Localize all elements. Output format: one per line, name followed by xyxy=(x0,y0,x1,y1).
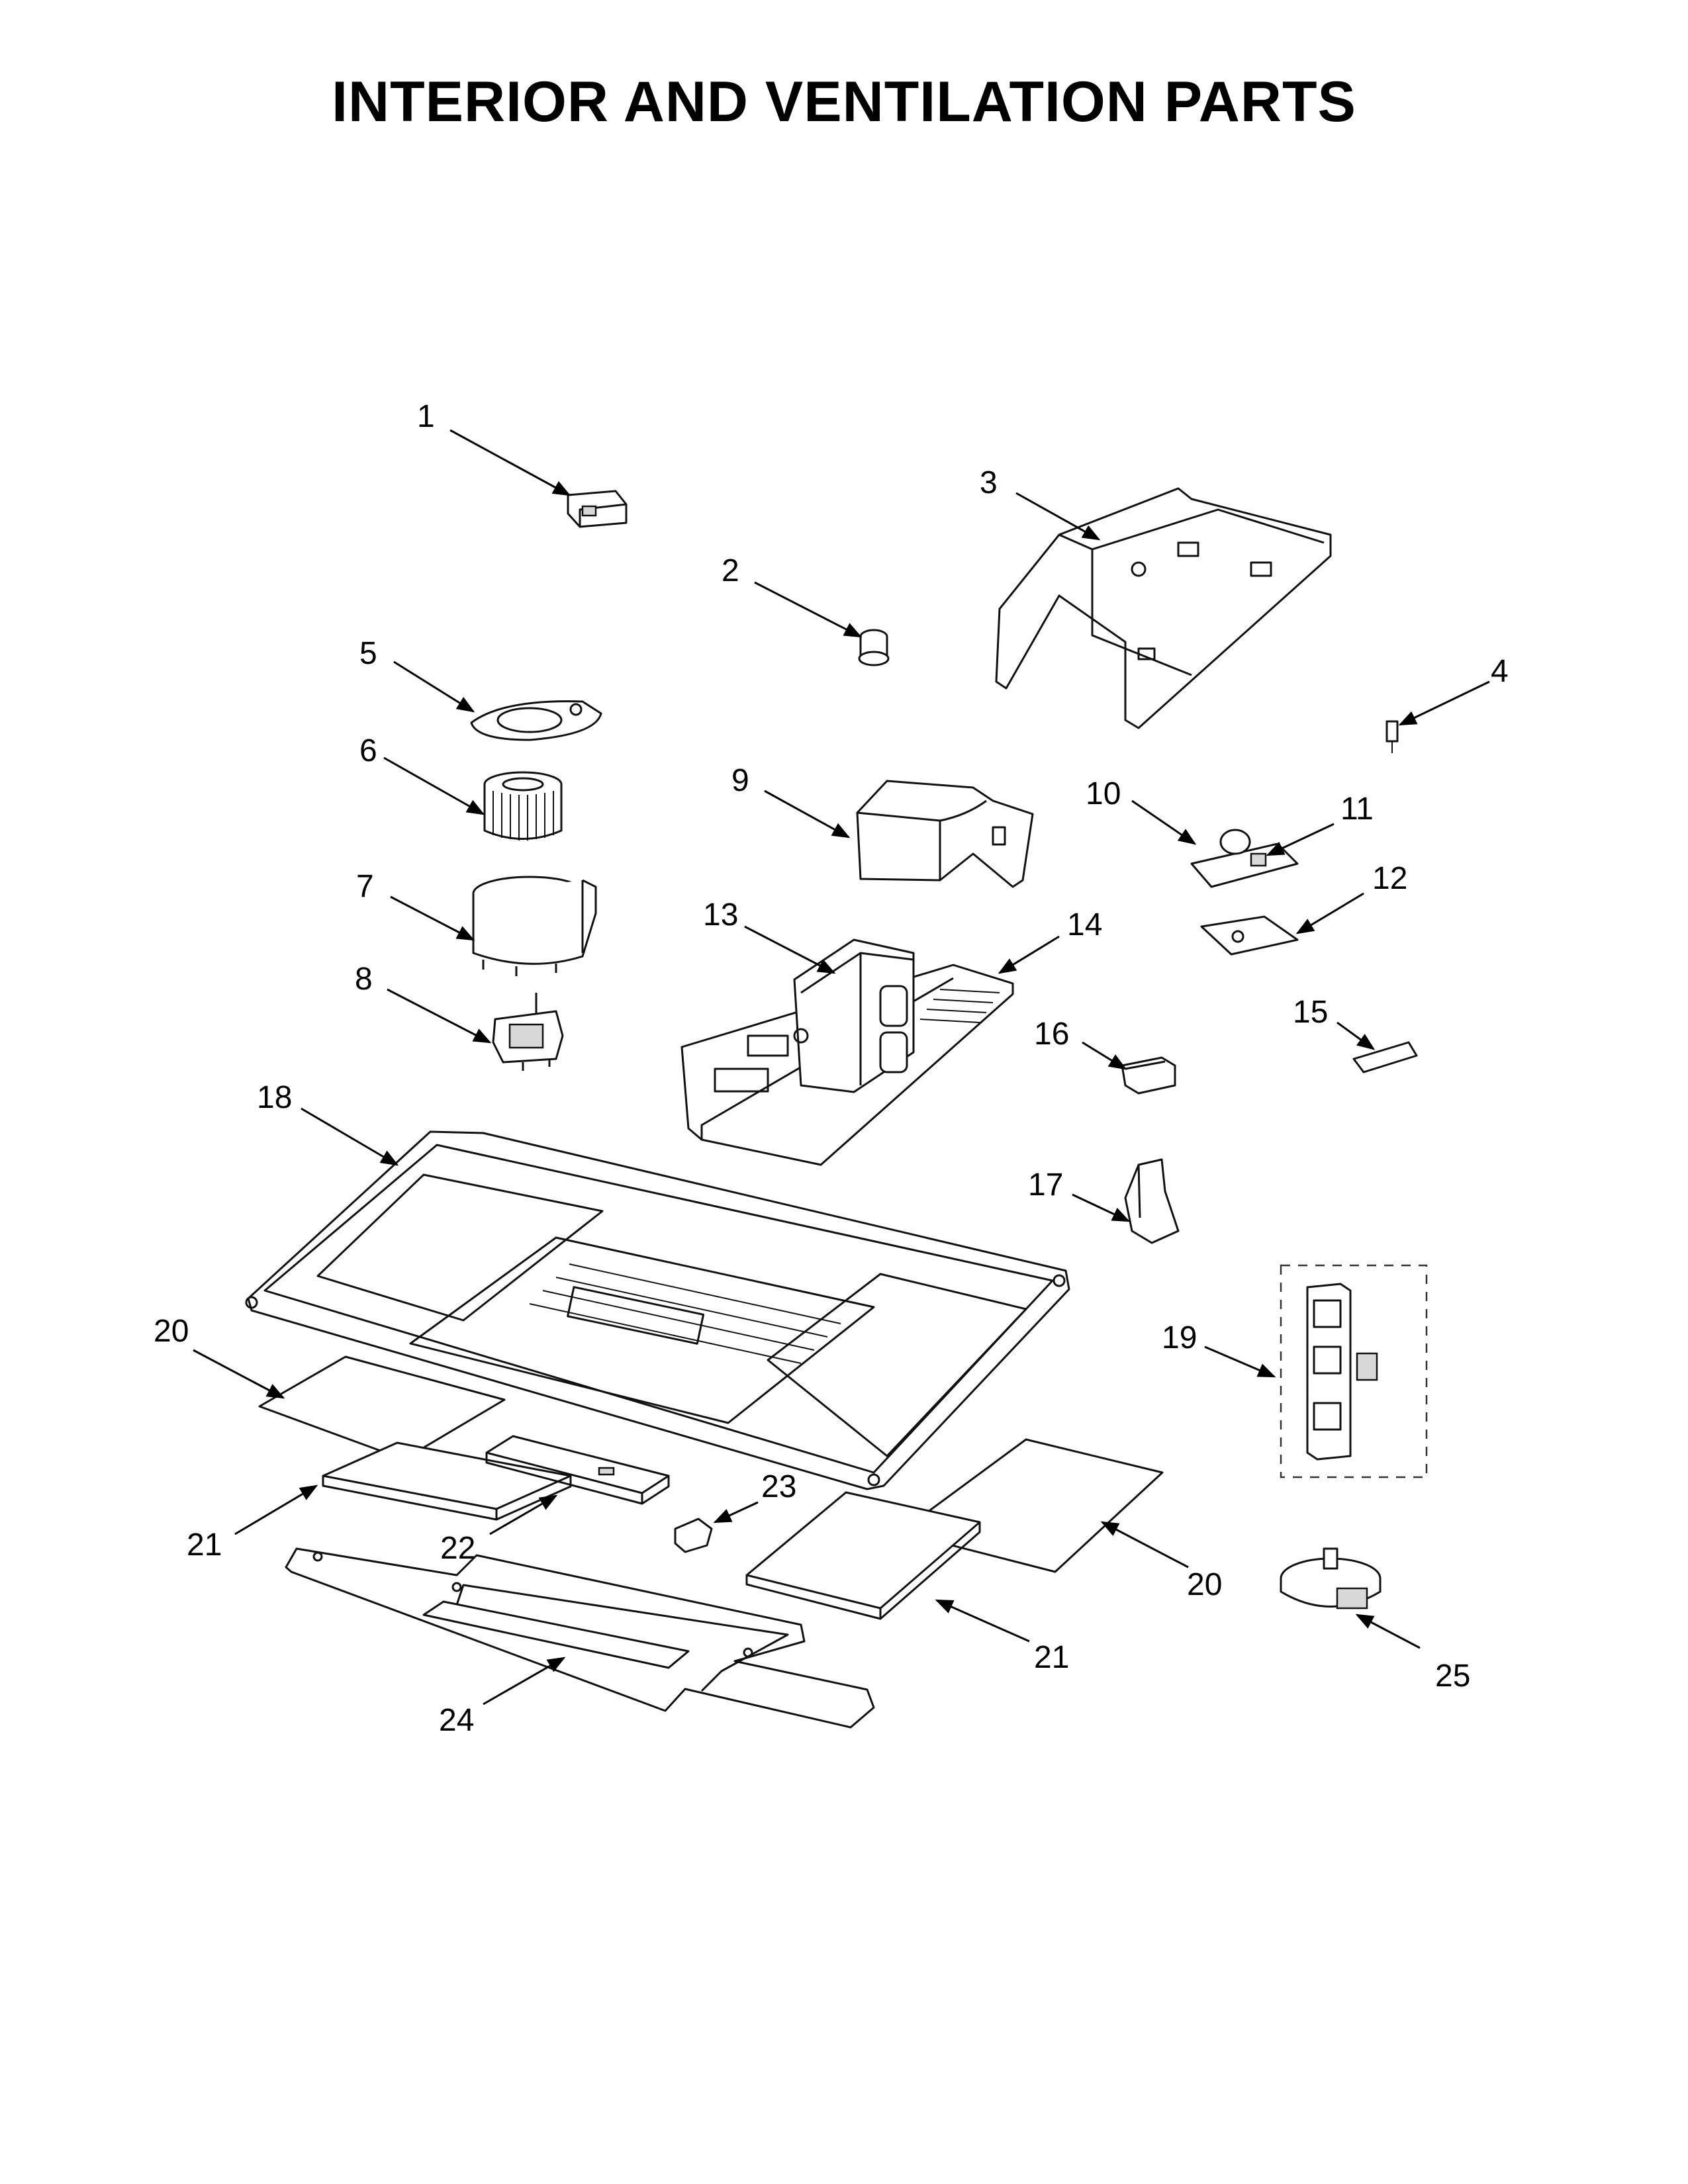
callout-16: 16 xyxy=(1034,1017,1069,1052)
part-16-clip-drawing xyxy=(1121,1056,1176,1095)
leader-20-left xyxy=(193,1349,285,1399)
part-12-plate-drawing xyxy=(1200,915,1299,956)
leader-24 xyxy=(483,1657,566,1706)
callout-4: 4 xyxy=(1491,654,1509,689)
part-8-fan-motor-drawing xyxy=(492,993,564,1071)
leader-22 xyxy=(489,1494,558,1535)
leader-20-right xyxy=(1100,1521,1189,1569)
leader-23 xyxy=(713,1501,759,1524)
leader-3 xyxy=(1015,492,1101,541)
part-5-orifice-plate-drawing xyxy=(470,700,602,741)
leader-18 xyxy=(301,1107,399,1166)
callout-5: 5 xyxy=(359,636,377,671)
callout-20-left: 20 xyxy=(154,1314,189,1349)
callout-14: 14 xyxy=(1067,907,1102,942)
part-4-fuse-drawing xyxy=(1385,720,1399,753)
part-20-right-cover-drawing xyxy=(899,1438,1164,1573)
leader-19 xyxy=(1204,1345,1276,1378)
callout-13: 13 xyxy=(703,897,738,933)
callout-7: 7 xyxy=(356,869,374,904)
leader-4 xyxy=(1398,680,1490,726)
leader-12 xyxy=(1295,892,1364,934)
callout-12: 12 xyxy=(1372,861,1407,896)
part-10-11-board-drawing xyxy=(1190,829,1299,888)
part-19-switch-assembly-drawing xyxy=(1280,1264,1428,1479)
leader-21-right xyxy=(935,1599,1030,1643)
callout-1: 1 xyxy=(417,399,435,434)
callout-22: 22 xyxy=(440,1531,475,1566)
part-6-blower-wheel-drawing xyxy=(483,771,563,841)
callout-6: 6 xyxy=(359,733,377,768)
callout-2: 2 xyxy=(722,553,739,588)
callout-18: 18 xyxy=(257,1080,292,1115)
page-title: INTERIOR AND VENTILATION PARTS xyxy=(332,70,1356,134)
callout-9: 9 xyxy=(731,763,749,798)
leader-10 xyxy=(1131,799,1197,845)
leader-11 xyxy=(1266,823,1335,856)
part-17-bracket-drawing xyxy=(1124,1158,1180,1244)
leader-25 xyxy=(1355,1614,1421,1649)
callout-3: 3 xyxy=(980,465,998,500)
callout-19: 19 xyxy=(1162,1320,1197,1355)
part-3-bracket-drawing xyxy=(995,487,1332,729)
leader-9 xyxy=(764,790,851,839)
leader-21-left xyxy=(234,1484,318,1535)
part-25-motor-drawing xyxy=(1280,1547,1382,1610)
leader-6 xyxy=(383,756,485,815)
part-20-left-cover-drawing xyxy=(258,1355,506,1461)
callout-10: 10 xyxy=(1086,776,1121,811)
leader-5 xyxy=(393,660,475,713)
leader-13 xyxy=(744,925,836,974)
part-13-14-transformer-plate-drawing xyxy=(680,938,1014,1166)
part-9-vent-duct-drawing xyxy=(856,780,1034,888)
leader-15 xyxy=(1336,1021,1376,1050)
callout-25: 25 xyxy=(1435,1659,1470,1694)
leader-7 xyxy=(390,895,475,941)
leader-lines xyxy=(193,429,1490,1706)
part-21-left-panel-drawing xyxy=(322,1441,572,1521)
part-18-cavity-plate-drawing xyxy=(245,1130,1070,1490)
part-15-cover-drawing xyxy=(1352,1041,1418,1073)
callout-24: 24 xyxy=(439,1703,474,1738)
part-22-bracket-drawing xyxy=(485,1435,670,1505)
leader-2 xyxy=(754,581,863,638)
part-2-plug-drawing xyxy=(858,629,890,666)
part-21-right-panel-drawing xyxy=(745,1491,981,1620)
callout-11: 11 xyxy=(1340,792,1374,827)
leader-16 xyxy=(1082,1041,1127,1070)
callout-8: 8 xyxy=(355,962,373,997)
callout-21-right: 21 xyxy=(1034,1640,1069,1675)
part-24-frame-drawing xyxy=(285,1547,875,1729)
callout-15: 15 xyxy=(1293,995,1328,1030)
part-23-lamp-socket-drawing xyxy=(674,1518,713,1553)
leader-8 xyxy=(387,988,492,1044)
callout-17: 17 xyxy=(1028,1167,1063,1203)
part-7-blower-housing-drawing xyxy=(472,876,597,976)
callout-21-left: 21 xyxy=(187,1527,222,1563)
callout-20-right: 20 xyxy=(1187,1567,1222,1602)
leader-1 xyxy=(449,429,571,496)
callout-23: 23 xyxy=(761,1469,796,1504)
part-1-switch-drawing xyxy=(567,490,628,528)
leader-14 xyxy=(998,935,1060,974)
leader-17 xyxy=(1072,1193,1131,1222)
callout-labels: 1 2 3 4 5 6 7 8 9 10 11 12 13 14 15 16 1… xyxy=(154,399,1509,1738)
